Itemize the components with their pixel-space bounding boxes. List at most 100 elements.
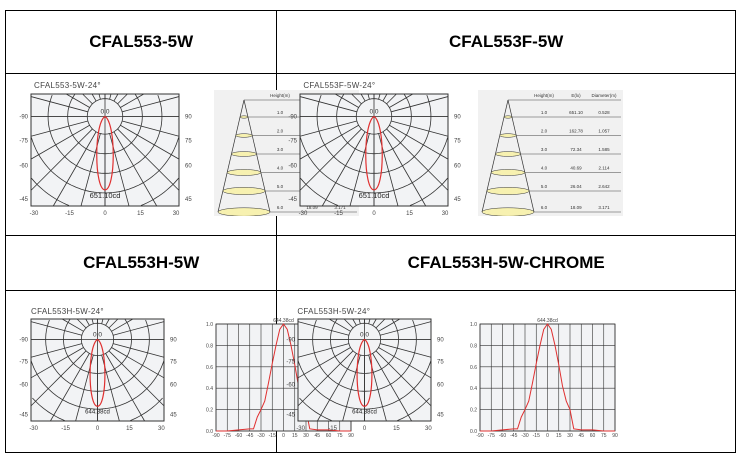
- cone-cell: 6.0: [541, 205, 548, 210]
- y-tick-label: 0.0: [206, 429, 213, 435]
- grid-circle: [317, 94, 432, 174]
- grid-ray: [113, 93, 119, 102]
- light-spot: [217, 207, 271, 216]
- grid-ray: [117, 93, 128, 105]
- grid-ray: [375, 350, 432, 407]
- grid-ray: [82, 93, 93, 105]
- product-title-cell: CFAL553-5W: [4, 10, 278, 74]
- right-axis-label: 60: [170, 382, 177, 388]
- intensity-lobe: [96, 115, 114, 191]
- y-tick-label: 0.2: [206, 408, 213, 414]
- y-tick-label: 1.0: [206, 322, 213, 328]
- light-spot: [491, 169, 526, 176]
- grid-ray: [391, 96, 449, 113]
- grid-ray: [300, 124, 360, 160]
- cone-cell: 5.0: [541, 184, 548, 189]
- bottom-axis-label: 15: [126, 426, 133, 432]
- cone-header: E(lx): [572, 93, 582, 98]
- left-axis-label: -75: [19, 359, 28, 365]
- product-title: CFAL553H-5W: [83, 253, 200, 272]
- grid-ray: [112, 321, 165, 336]
- grid-ray: [30, 124, 90, 160]
- grid-ray: [30, 128, 93, 191]
- bottom-axis-label: 15: [393, 426, 400, 432]
- right-axis-label: 60: [185, 164, 192, 170]
- product-title-cell: CFAL553H-5W-CHROME: [276, 235, 736, 291]
- grid-ray: [112, 343, 165, 358]
- grid-circle: [299, 397, 431, 421]
- right-axis-label: 60: [437, 382, 444, 388]
- y-tick-label: 0.4: [470, 386, 477, 392]
- grid-ray: [389, 124, 449, 160]
- grid-ray: [61, 318, 84, 332]
- cone-cell: 1.0: [541, 110, 548, 115]
- y-tick-label: 0.4: [206, 386, 213, 392]
- x-tick-label: 30: [568, 433, 574, 439]
- x-tick-label: -75: [488, 433, 495, 439]
- grid-circle: [45, 319, 150, 392]
- cone-cell: 2.114: [599, 166, 610, 171]
- polar-label: CFAL553H-5W-24°: [297, 307, 371, 316]
- x-tick-label: -45: [246, 433, 253, 439]
- y-tick-label: 1.0: [470, 322, 477, 328]
- grid-ray: [52, 131, 97, 207]
- light-spot: [235, 133, 253, 138]
- bottom-axis-label: 0: [363, 426, 367, 432]
- left-axis-label: -90: [19, 337, 28, 343]
- cone-header: Height(m): [534, 93, 554, 98]
- cone-cell: 40.69: [571, 166, 583, 171]
- x-tick-label: 0: [546, 433, 549, 439]
- x-tick-label: -30: [522, 433, 529, 439]
- cone-cell: 162.78: [569, 129, 583, 134]
- right-axis-label: 45: [185, 197, 192, 203]
- left-axis-label: -60: [289, 164, 298, 170]
- grid-ray: [117, 128, 180, 191]
- right-axis-label: 45: [454, 197, 461, 203]
- grid-circle: [47, 94, 163, 174]
- grid-ray: [113, 131, 158, 207]
- cone-edge: [508, 99, 535, 213]
- left-axis-label: -90: [287, 337, 296, 343]
- grid-ray: [111, 347, 165, 379]
- grid-circle: [32, 397, 163, 421]
- light-spot: [239, 115, 249, 119]
- intensity-lobe: [89, 338, 106, 407]
- grid-ray: [120, 93, 144, 108]
- polar-label: CFAL553H-5W-24°: [31, 307, 104, 316]
- grid-ray: [382, 93, 388, 102]
- right-axis-label: 90: [437, 337, 444, 343]
- cone-cell: 1.585: [599, 147, 611, 152]
- grid-ray: [105, 318, 110, 326]
- grid-ray: [30, 96, 88, 113]
- grid-ray: [375, 318, 386, 329]
- cone-edge: [217, 99, 245, 213]
- cone-header: Diameter(m): [592, 93, 618, 98]
- x-tick-label: 75: [601, 433, 607, 439]
- intensity-lobe: [365, 115, 384, 191]
- cone-cell: 0.528: [599, 110, 611, 115]
- center-value: 0.0: [93, 331, 102, 338]
- product-table: CFAL553-5W CFAL553F-5W CFAL553-5W-24° 0.…: [4, 10, 736, 453]
- grid-ray: [66, 93, 90, 108]
- y-tick-label: 0.0: [470, 429, 477, 435]
- right-axis-label: 75: [170, 359, 177, 365]
- polar-label: CFAL553F-5W-24°: [303, 81, 376, 90]
- grid-ray: [298, 343, 350, 358]
- grid-ray: [298, 321, 350, 336]
- left-axis-label: -60: [287, 382, 296, 388]
- bottom-axis-label: -30: [30, 211, 39, 217]
- grid-ray: [111, 318, 134, 332]
- light-spot: [231, 151, 257, 157]
- left-axis-label: -75: [287, 359, 296, 365]
- grid-ray: [105, 353, 145, 422]
- grid-ray: [367, 93, 371, 100]
